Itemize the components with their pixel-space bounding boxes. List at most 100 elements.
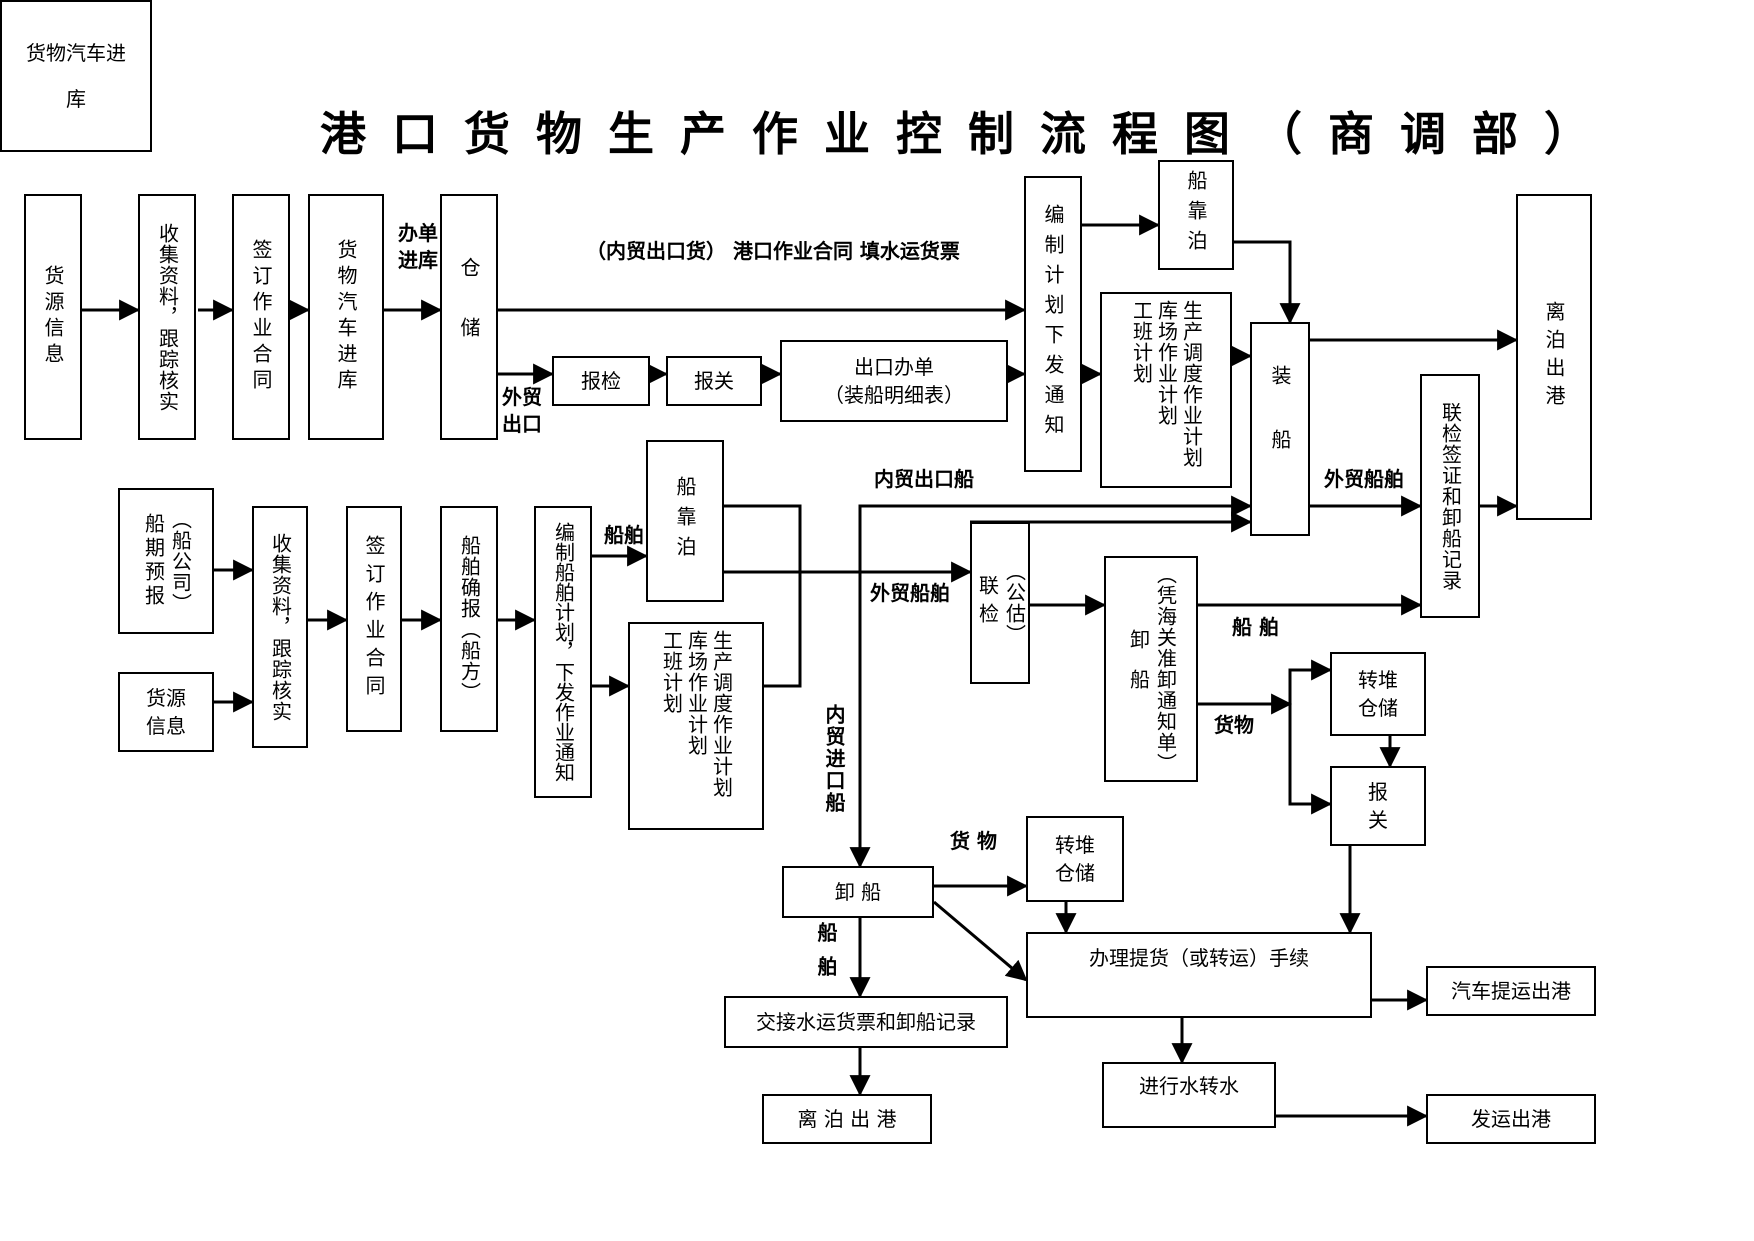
corner-note-line2: 库 [66,87,86,111]
top-sign-box: 签订作业合同 [232,194,290,440]
arrow-unload-to-pickup [933,900,1028,982]
handle-in-label: 办单 进库 [398,220,438,274]
cargo-right-label: 货物 [1214,713,1254,737]
foreign-export-line1: 外贸 [502,385,542,409]
unload-customs-col2: （凭海关准卸通知单） [1153,564,1178,774]
joint-inspect-box: 联检 （公估） [970,522,1030,684]
work-plan-col3: 生产调度作业计划 [1179,300,1204,468]
handle-in-line2: 进库 [398,248,438,272]
top-collect-text: 收集资料，跟踪核实 [155,222,180,412]
ship-plan-box: 编制船舶计划，下发作业通知 [534,506,592,798]
transfer-storage-right-line1: 转堆 [1358,668,1398,692]
transfer-storage-right-box: 转堆 仓储 [1330,652,1426,736]
plan-notice-box: 编制计划下发通知 [1024,176,1082,472]
storage-box: 仓储 [440,194,498,440]
berth-top-box: 船靠泊 [1158,160,1234,270]
truck-out-box: 汽车提运出港 [1426,966,1596,1016]
pickup-text: 办理提货（或转运）手续 [1089,946,1309,970]
unload-bottom-box: 卸 船 [782,866,934,918]
vessel-bottom-label: 船舶 [814,922,838,990]
mid-plan-box: 工班计划 库场作业计划 生产调度作业计划 [628,622,764,830]
customs-right-line1: 报 [1368,780,1388,804]
loading-box: 装船 [1250,322,1310,536]
unload-customs-box: 卸船 （凭海关准卸通知单） [1104,556,1198,782]
corner-note: 货物汽车进 库 [0,0,152,152]
loading-text: 装船 [1268,365,1292,493]
mid-source-info-box: 货源 信息 [118,672,214,752]
top-truck-in-text: 货物汽车进库 [334,239,358,395]
storage-text: 仓储 [457,257,481,377]
depart-right-text: 离泊出港 [1542,301,1566,413]
depart-right-box: 离泊出港 [1516,194,1592,520]
truck-out-text: 汽车提运出港 [1451,979,1571,1003]
domestic-import-ship-label: 内贸进口船 [822,704,846,814]
ship-confirm-box: 船舶确报（船方） [440,506,498,732]
ship-schedule-col2: （船公司） [168,508,193,614]
foreign-export-label: 外贸 出口 [502,384,542,438]
mid-sign-text: 签订作业合同 [362,535,386,703]
export-doc-line1: 出口办单 [854,355,934,379]
top-truck-in-box: 货物汽车进库 [308,194,384,440]
top-sign-text: 签订作业合同 [249,239,273,395]
handover-text: 交接水运货票和卸船记录 [756,1010,976,1034]
ship-schedule-box: 船期预报 （船公司） [118,488,214,634]
foreign-ship-mid-label: 外贸船舶 [870,581,950,605]
work-plan-col1: 工班计划 [1129,300,1154,384]
foreign-ship-top-label: 外贸船舶 [1324,467,1404,491]
handle-in-line1: 办单 [398,221,438,245]
line-midplan-merge [724,504,802,688]
berth-mid-text: 船靠泊 [673,476,697,566]
export-doc-line2: （装船明细表） [824,383,964,407]
mid-sign-box: 签订作业合同 [346,506,402,732]
joint-cert-box: 联检签证和卸船记录 [1420,374,1480,618]
ship-plan-text: 编制船舶计划，下发作业通知 [551,522,576,782]
handover-box: 交接水运货票和卸船记录 [724,996,1008,1048]
arrow-to-customs-right [1288,704,1333,815]
unload-bottom-text: 卸 船 [834,880,882,904]
mid-source-info-line1: 货源 [146,686,186,710]
mid-source-info-line2: 信息 [146,714,186,738]
cargo-bottom-label: 货 物 [950,829,997,853]
water-transfer-box: 进行水转水 [1102,1062,1276,1128]
plan-notice-text: 编制计划下发通知 [1041,204,1065,444]
mid-collect-box: 收集资料，跟踪核实 [252,506,308,748]
joint-cert-text: 联检签证和卸船记录 [1438,401,1463,591]
top-source-info-box: 货源信息 [24,194,82,440]
water-transfer-text: 进行水转水 [1139,1074,1239,1098]
customs-text: 报关 [694,369,734,393]
transfer-storage-right-line2: 仓储 [1358,696,1398,720]
unload-customs-col1: 卸船 [1126,629,1151,709]
page-title: 港口货物生产作业控制流程图（商调部） [320,107,1616,161]
domestic-export-ship-label: 内贸出口船 [874,467,974,491]
transfer-storage-bottom-box: 转堆 仓储 [1026,816,1124,902]
ship-out-text: 发运出港 [1471,1107,1551,1131]
customs-right-line2: 关 [1368,808,1388,832]
ship-out-box: 发运出港 [1426,1094,1596,1144]
export-doc-box: 出口办单 （装船明细表） [780,340,1008,422]
work-plan-box: 工班计划 库场作业计划 生产调度作业计划 [1100,292,1232,488]
inspection-text: 报检 [581,369,621,393]
transfer-storage-bottom-line1: 转堆 [1055,833,1095,857]
work-plan-col2: 库场作业计划 [1154,300,1179,426]
top-source-info-text: 货源信息 [41,265,65,369]
corner-note-line1: 货物汽车进 [26,41,126,65]
mid-plan-col3: 生产调度作业计划 [709,630,734,798]
joint-inspect-col1: 联检 [975,575,1000,631]
inspection-box: 报检 [552,356,650,406]
joint-inspect-col2: （公估） [1002,561,1027,645]
mid-plan-col2: 库场作业计划 [684,630,709,756]
depart-bottom-text: 离 泊 出 港 [797,1107,897,1131]
customs-right-box: 报 关 [1330,766,1426,846]
vessel-mid-label: 船舶 [604,523,644,547]
berth-top-text: 船靠泊 [1184,170,1208,260]
berth-mid-box: 船靠泊 [646,440,724,602]
ship-confirm-text: 船舶确报（船方） [457,535,482,703]
customs-box: 报关 [666,356,762,406]
arrow-to-transfer-right [1288,659,1333,780]
vessel-right-label: 船 舶 [1232,615,1279,639]
mid-plan-col1: 工班计划 [659,630,684,714]
pickup-box: 办理提货（或转运）手续 [1026,932,1372,1018]
domestic-export-header-label: （内贸出口货） 港口作业合同 填水运货票 [586,239,960,263]
foreign-export-line2: 出口 [502,412,542,436]
